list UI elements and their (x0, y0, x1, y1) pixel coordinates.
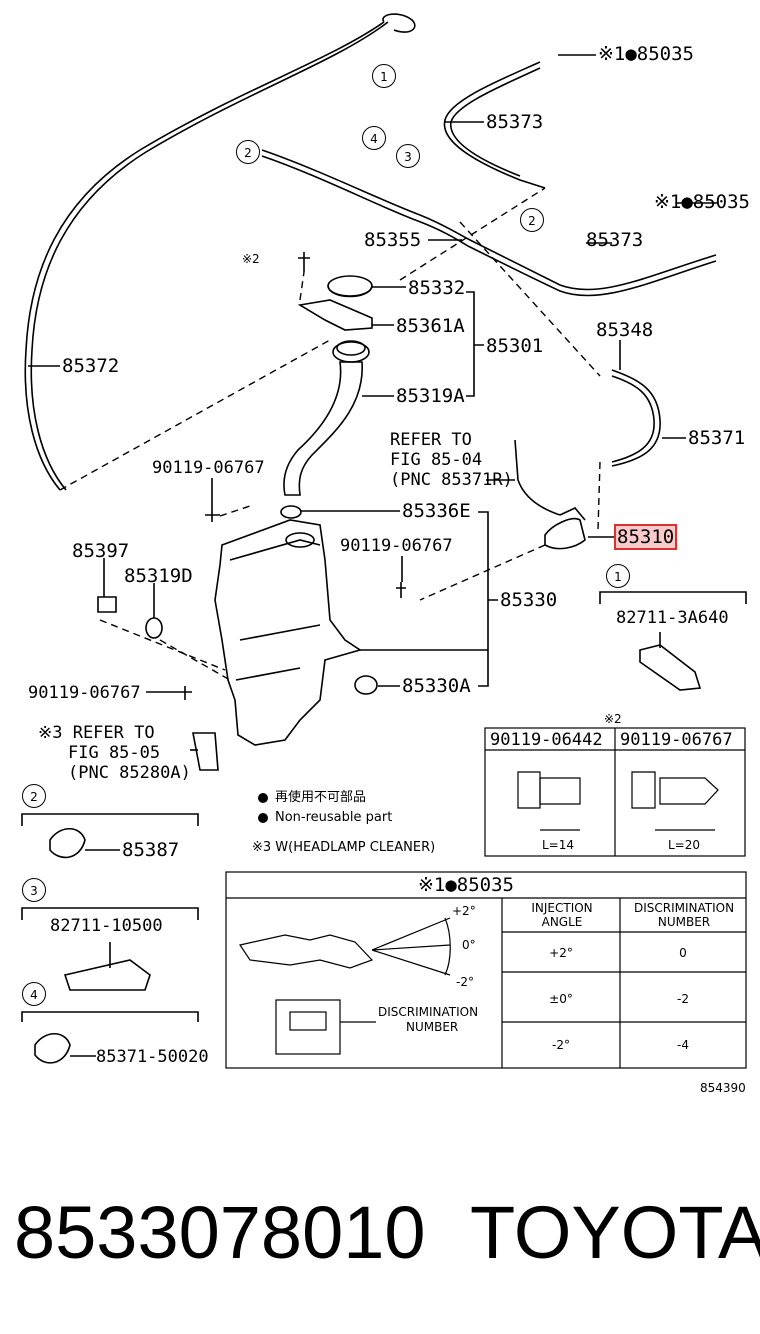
footer-part-number: 8533078010 (14, 1191, 426, 1274)
label-85371-50020[interactable]: 85371-50020 (96, 1047, 209, 1067)
refer-fig-85-05-line3[interactable]: (PNC 85280A) (68, 763, 191, 783)
label-82711-10500[interactable]: 82711-10500 (50, 916, 163, 936)
legend-jp: 再使用不可部品 (275, 790, 367, 805)
refer-fig-85-05-line2[interactable]: FIG 85-05 (68, 743, 161, 763)
label-90119-06767-b[interactable]: 90119-06767 (340, 536, 453, 556)
refer-fig-85-05-line1[interactable]: ※3 REFER TO (38, 723, 155, 743)
refer-fig-85-04-line3[interactable]: (PNC 85371R) (390, 470, 513, 490)
discrimination-label-2: NUMBER (406, 1020, 459, 1034)
refer-fig-85-04-line2[interactable]: FIG 85-04 (390, 450, 483, 470)
discrimination-label-1: DISCRIMINATION (378, 1005, 479, 1019)
ref-circle-2-top: 2 (236, 140, 260, 164)
label-85361A[interactable]: 85361A (396, 315, 465, 337)
row2-angle: ±0° (549, 992, 573, 1006)
ref-circle-2-left: 2 (22, 784, 46, 808)
row3-angle: -2° (552, 1038, 570, 1052)
label-85387[interactable]: 85387 (122, 839, 180, 861)
legend-en: Non-reusable part (275, 810, 393, 825)
bolt-table-mark: ※2 (604, 712, 622, 726)
ref-circle-4: 4 (362, 126, 386, 150)
label-85035-top[interactable]: ※1●85035 (598, 43, 694, 65)
hose-85373-top (443, 61, 546, 189)
bolt-length-1: L=14 (542, 838, 575, 852)
row1-angle: +2° (549, 946, 573, 960)
washer-tank (214, 519, 362, 746)
note-mark-2: ※2 (242, 252, 260, 266)
legend-note-3: ※3 W(HEADLAMP CLEANER) (252, 840, 436, 855)
nozzle-table-title[interactable]: ※1●85035 (418, 874, 514, 896)
header-discrimination-number: DISCRIMINATION NUMBER (633, 901, 735, 929)
footer-brand: TOYOTA (470, 1191, 760, 1274)
ref-circle-1-right: 1 (606, 564, 630, 588)
refer-fig-85-04-line1[interactable]: REFER TO (390, 430, 472, 450)
row1-disc: 0 (679, 946, 687, 960)
hose-85355 (261, 149, 717, 291)
label-85348[interactable]: 85348 (596, 319, 654, 341)
label-85373-top[interactable]: 85373 (486, 111, 544, 133)
figure-code: 854390 (700, 1081, 746, 1095)
label-90119-06767-a[interactable]: 90119-06767 (152, 458, 265, 478)
label-85336E[interactable]: 85336E (402, 500, 471, 522)
hose-85372 (24, 21, 385, 491)
angle-minus-2: -2° (456, 975, 474, 989)
label-85330[interactable]: 85330 (500, 589, 558, 611)
label-85397[interactable]: 85397 (72, 540, 130, 562)
row2-disc: -2 (677, 992, 689, 1006)
bolt-length-2: L=20 (668, 838, 701, 852)
label-85332[interactable]: 85332 (408, 277, 466, 299)
label-85319D[interactable]: 85319D (124, 565, 193, 587)
label-85301[interactable]: 85301 (486, 335, 544, 357)
non-reusable-dots (258, 793, 268, 823)
label-85355[interactable]: 85355 (364, 229, 422, 251)
ref-circle-1-top: 1 (372, 64, 396, 88)
ref-circle-3: 3 (396, 144, 420, 168)
label-90119-06767-c[interactable]: 90119-06767 (28, 683, 141, 703)
filler-neck (283, 361, 363, 496)
bolt-table-col1[interactable]: 90119-06442 (490, 730, 603, 750)
angle-0: 0° (462, 938, 476, 952)
hose-85371 (611, 369, 661, 467)
highlighted-part-85310[interactable]: 85310 (613, 524, 678, 550)
label-85373-mid[interactable]: 85373 (586, 229, 644, 251)
label-85310[interactable]: 85310 (613, 524, 678, 550)
ref-circle-4-left: 4 (22, 982, 46, 1006)
label-82711-3A640[interactable]: 82711-3A640 (616, 608, 729, 628)
label-85372[interactable]: 85372 (62, 355, 120, 377)
label-85330A[interactable]: 85330A (402, 675, 471, 697)
label-85371[interactable]: 85371 (688, 427, 746, 449)
angle-plus-2: +2° (452, 904, 476, 918)
header-injection-angle: INJECTION ANGLE (531, 901, 593, 929)
ref-circle-3-left: 3 (22, 878, 46, 902)
row3-disc: -4 (677, 1038, 689, 1052)
label-85035-mid[interactable]: ※1●85035 (654, 191, 750, 213)
ref-circle-2-mid: 2 (520, 208, 544, 232)
label-85319A[interactable]: 85319A (396, 385, 465, 407)
bolt-table-col2[interactable]: 90119-06767 (620, 730, 733, 750)
